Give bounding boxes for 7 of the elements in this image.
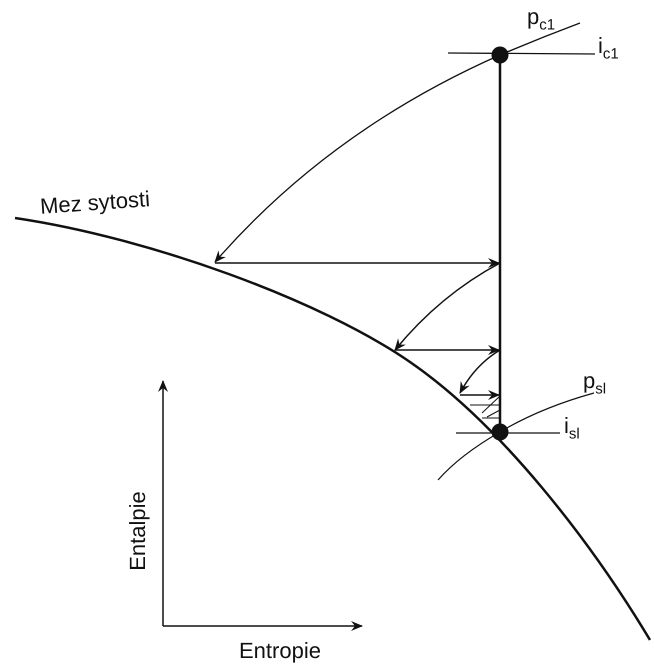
curve-label: Mez sytosti [39,188,151,218]
isobar-label: p$_{c1}$ [527,6,556,32]
axis-title: Entropie [239,640,321,662]
isenthalp-label: i$_{c1}$ [598,35,619,62]
axis-title: Entalpie [126,491,149,571]
isobar-label: p$_{sl}$ [583,370,606,396]
isenthalp-label: i$_{sl}$ [564,415,580,442]
